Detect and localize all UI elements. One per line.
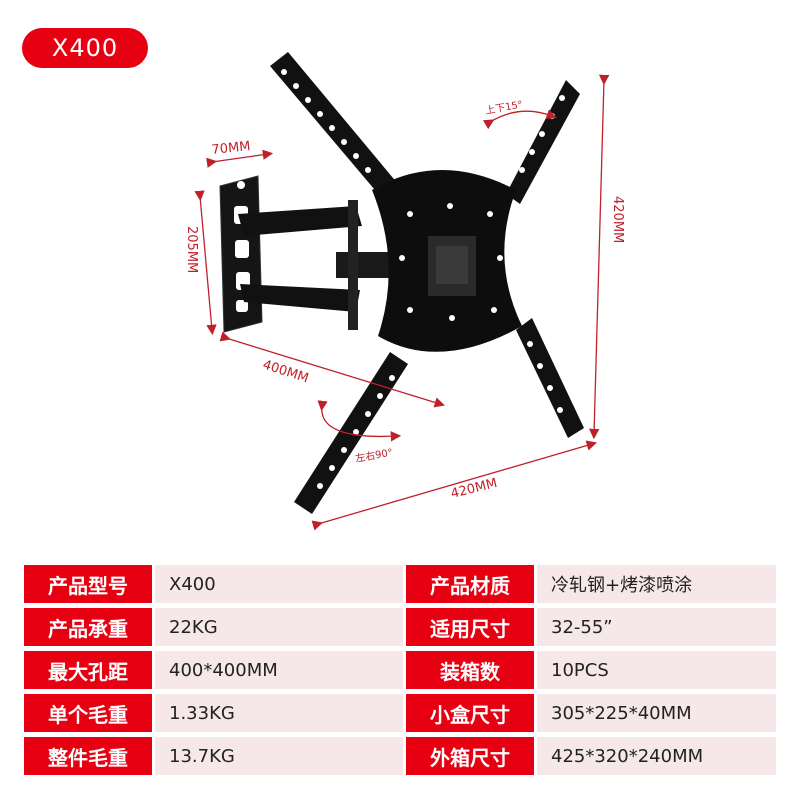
spec-table: 产品型号 X400 产品材质 冷轧钢+烤漆喷涂 产品承重 22KG 适用尺寸 3…	[24, 565, 776, 780]
spec-value: 305*225*40MM	[537, 694, 776, 732]
spec-value: X400	[155, 565, 403, 603]
model-badge: X400	[22, 28, 148, 68]
spec-label: 装箱数	[406, 651, 534, 689]
spec-label: 产品型号	[24, 565, 152, 603]
spec-label: 最大孔距	[24, 651, 152, 689]
spec-label: 外箱尺寸	[406, 737, 534, 775]
tv-mount-illustration: 70MM 205MM 400MM 420MM 420MM 上下15° 左右90°	[184, 52, 625, 531]
spec-value: 10PCS	[537, 651, 776, 689]
spec-label: 单个毛重	[24, 694, 152, 732]
dim-420mm-horizontal: 420MM	[449, 476, 498, 502]
spec-label: 产品材质	[406, 565, 534, 603]
spec-label: 整件毛重	[24, 737, 152, 775]
dim-420mm-vertical: 420MM	[610, 196, 625, 243]
spec-value: 32-55”	[537, 608, 776, 646]
spec-row: 最大孔距 400*400MM 装箱数 10PCS	[24, 651, 776, 689]
spec-label: 小盒尺寸	[406, 694, 534, 732]
spec-value: 425*320*240MM	[537, 737, 776, 775]
spec-value: 13.7KG	[155, 737, 403, 775]
swing-arms	[238, 200, 392, 330]
spec-row: 产品承重 22KG 适用尺寸 32-55”	[24, 608, 776, 646]
swivel-label: 左右90°	[354, 446, 393, 465]
spec-row: 产品型号 X400 产品材质 冷轧钢+烤漆喷涂	[24, 565, 776, 603]
dim-70mm: 70MM	[211, 139, 251, 158]
spec-row: 单个毛重 1.33KG 小盒尺寸 305*225*40MM	[24, 694, 776, 732]
mounting-plate	[270, 52, 584, 514]
spec-label: 适用尺寸	[406, 608, 534, 646]
wall-plate	[219, 175, 263, 333]
spec-label: 产品承重	[24, 608, 152, 646]
dimension-lines	[194, 74, 610, 531]
spec-value: 冷轧钢+烤漆喷涂	[537, 565, 776, 603]
spec-value: 400*400MM	[155, 651, 403, 689]
dim-205mm: 205MM	[184, 226, 199, 273]
tilt-label: 上下15°	[484, 99, 523, 117]
spec-value: 22KG	[155, 608, 403, 646]
spec-row: 整件毛重 13.7KG 外箱尺寸 425*320*240MM	[24, 737, 776, 775]
spec-value: 1.33KG	[155, 694, 403, 732]
